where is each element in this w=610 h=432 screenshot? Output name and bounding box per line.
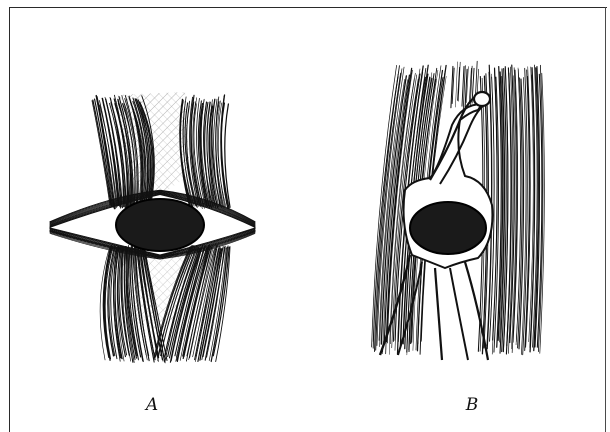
panel-b-label: B [452, 395, 492, 415]
panel-a-drawing [40, 0, 280, 380]
frame-border-left [9, 7, 10, 432]
panel-b-mid-branch-inner [450, 268, 468, 360]
frame-border-right [605, 7, 606, 432]
hatch-stroke [465, 69, 467, 107]
panel-a-opening [116, 199, 204, 251]
panel-b-cord-end [474, 92, 490, 106]
panel-b-mid-branch [435, 268, 442, 360]
panel-a-label: A [132, 395, 172, 415]
panel-b-drawing [360, 0, 560, 390]
panel-b-opening [410, 202, 486, 254]
